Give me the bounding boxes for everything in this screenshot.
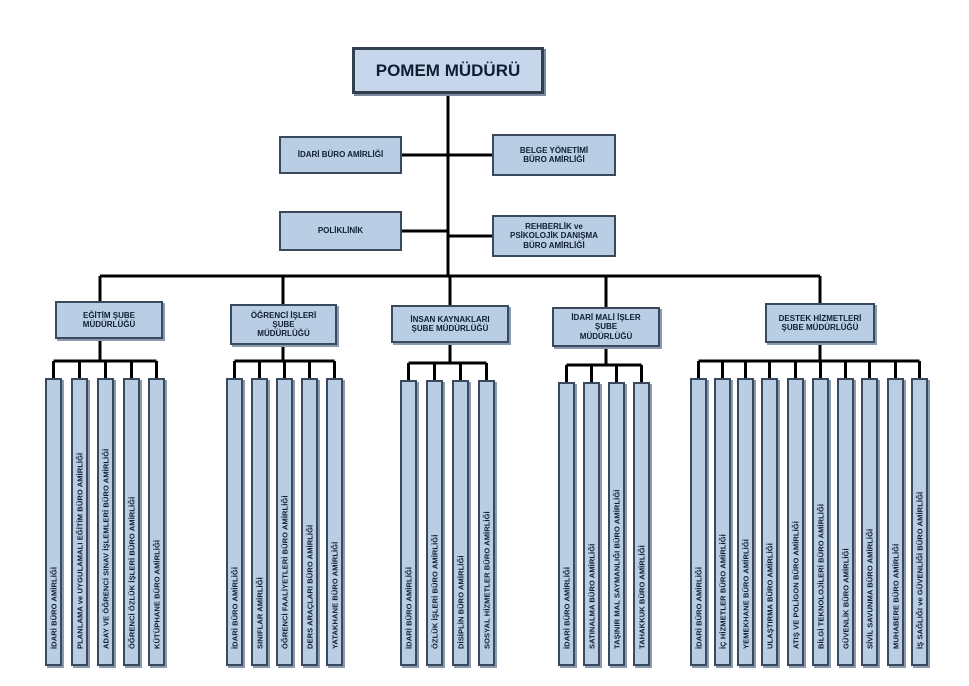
department-box-5: DESTEK HİZMETLERİ ŞUBE MÜDÜRLÜĞÜ bbox=[765, 303, 875, 343]
staff-box-rehberlik: REHBERLİK ve PSİKOLOJİK DANIŞMA BÜRO AMİ… bbox=[492, 215, 616, 257]
unit-box: MUHABERE BÜRO AMİRLİĞİ bbox=[887, 378, 904, 666]
unit-box: İDARİ BÜRO AMİRLİĞİ bbox=[400, 380, 417, 666]
unit-label: İÇ HİZMETLER BÜRO AMİRLİĞİ bbox=[718, 534, 727, 649]
unit-label: MUHABERE BÜRO AMİRLİĞİ bbox=[891, 543, 900, 649]
department-label: EĞİTİM ŞUBE MÜDÜRLÜĞÜ bbox=[82, 310, 136, 329]
staff-label-poliklinik: POLİKLİNİK bbox=[317, 226, 364, 236]
unit-label: SINIFLAR AMİRLİĞİ bbox=[255, 577, 264, 649]
unit-box: ADAY VE ÖĞRENCİ SINAV İŞLEMLERİ BÜRO AMİ… bbox=[97, 378, 114, 666]
unit-label: ULAŞTIRMA BÜRO AMİRLİĞİ bbox=[765, 543, 774, 649]
unit-box: ATIŞ VE POLİGON BÜRO AMİRLİĞİ bbox=[787, 378, 804, 666]
unit-label: KÜTÜPHANE BÜRO AMİRLİĞİ bbox=[152, 539, 161, 649]
department-box-3: İNSAN KAYNAKLARI ŞUBE MÜDÜRLÜĞÜ bbox=[391, 305, 509, 343]
department-label: ÖĞRENCİ İŞLERİ ŞUBE MÜDÜRLÜĞÜ bbox=[250, 310, 317, 339]
unit-box: ÖZLÜK İŞLERİ BÜRO AMİRLİĞİ bbox=[426, 380, 443, 666]
unit-label: İDARİ BÜRO AMİRLİĞİ bbox=[49, 566, 58, 649]
unit-box: YATAKHANE BÜRO AMİRLİĞİ bbox=[326, 378, 343, 666]
unit-box: TAHAKKUK BÜRO AMİRLİĞİ bbox=[633, 382, 650, 666]
unit-label: TAHAKKUK BÜRO AMİRLİĞİ bbox=[637, 545, 646, 649]
director-title: POMEM MÜDÜRÜ bbox=[375, 60, 521, 80]
unit-box: BİLGİ TEKNOLOJİLERİ BÜRO AMİRLİĞİ bbox=[812, 378, 829, 666]
unit-label: İDARİ BÜRO AMİRLİĞİ bbox=[404, 566, 413, 649]
department-box-1: EĞİTİM ŞUBE MÜDÜRLÜĞÜ bbox=[55, 301, 163, 339]
unit-box: DİSİPLİN BÜRO AMİRLİĞİ bbox=[452, 380, 469, 666]
unit-box: SINIFLAR AMİRLİĞİ bbox=[251, 378, 268, 666]
unit-label: ATIŞ VE POLİGON BÜRO AMİRLİĞİ bbox=[791, 521, 800, 649]
staff-label-idari: İDARİ BÜRO AMİRLİĞİ bbox=[297, 150, 384, 160]
staff-label-rehberlik: REHBERLİK ve PSİKOLOJİK DANIŞMA BÜRO AMİ… bbox=[509, 222, 598, 250]
unit-box: ÖĞRENCİ FAALİYETLERİ BÜRO AMİRLİĞİ bbox=[276, 378, 293, 666]
unit-label: YATAKHANE BÜRO AMİRLİĞİ bbox=[330, 541, 339, 649]
unit-label: İDARİ BÜRO AMİRLİĞİ bbox=[694, 566, 703, 649]
unit-box: DERS ARAÇLARI BÜRO AMİRLİĞİ bbox=[301, 378, 318, 666]
unit-box: TAŞINIR MAL SAYMANLIĞI BÜRO AMİRLİĞİ bbox=[608, 382, 625, 666]
unit-box: ULAŞTIRMA BÜRO AMİRLİĞİ bbox=[761, 378, 778, 666]
unit-box: SOSYAL HİZMETLER BÜRO AMİRLİĞİ bbox=[478, 380, 495, 666]
unit-box: İDARİ BÜRO AMİRLİĞİ bbox=[690, 378, 707, 666]
unit-label: GÜVENLİK BÜRO AMİRLİĞİ bbox=[841, 548, 850, 649]
unit-label: ÖĞRENCİ FAALİYETLERİ BÜRO AMİRLİĞİ bbox=[280, 495, 289, 649]
unit-label: PLANLAMA ve UYGULAMALI EĞİTİM BÜRO AMİRL… bbox=[75, 452, 84, 649]
unit-box: İŞ SAĞLIĞI ve GÜVENLİĞİ BÜRO AMİRLİĞİ bbox=[911, 378, 928, 666]
staff-label-belge: BELGE YÖNETİMİ BÜRO AMİRLİĞİ bbox=[519, 145, 589, 164]
director-box: POMEM MÜDÜRÜ bbox=[352, 47, 544, 94]
unit-label: DERS ARAÇLARI BÜRO AMİRLİĞİ bbox=[305, 524, 314, 649]
unit-label: ÖZLÜK İŞLERİ BÜRO AMİRLİĞİ bbox=[430, 534, 439, 649]
unit-box: PLANLAMA ve UYGULAMALI EĞİTİM BÜRO AMİRL… bbox=[71, 378, 88, 666]
department-box-4: İDARİ MALİ İŞLER ŞUBE MÜDÜRLÜĞÜ bbox=[552, 307, 660, 347]
unit-label: İDARİ BÜRO AMİRLİĞİ bbox=[562, 566, 571, 649]
unit-label: YEMEKHANE BÜRO AMİRLİĞİ bbox=[741, 539, 750, 649]
department-label: DESTEK HİZMETLERİ ŞUBE MÜDÜRLÜĞÜ bbox=[778, 313, 862, 332]
staff-box-idari: İDARİ BÜRO AMİRLİĞİ bbox=[279, 136, 402, 174]
unit-box: İDARİ BÜRO AMİRLİĞİ bbox=[45, 378, 62, 666]
unit-box: ÖĞRENCİ ÖZLÜK İŞLERİ BÜRO AMİRLİĞİ bbox=[123, 378, 140, 666]
unit-label: BİLGİ TEKNOLOJİLERİ BÜRO AMİRLİĞİ bbox=[816, 503, 825, 649]
department-label: İNSAN KAYNAKLARI ŞUBE MÜDÜRLÜĞÜ bbox=[410, 314, 490, 333]
unit-box: İÇ HİZMETLER BÜRO AMİRLİĞİ bbox=[714, 378, 731, 666]
unit-label: SOSYAL HİZMETLER BÜRO AMİRLİĞİ bbox=[482, 511, 491, 649]
unit-label: TAŞINIR MAL SAYMANLIĞI BÜRO AMİRLİĞİ bbox=[612, 489, 621, 649]
unit-label: İŞ SAĞLIĞI ve GÜVENLİĞİ BÜRO AMİRLİĞİ bbox=[915, 491, 924, 649]
staff-box-poliklinik: POLİKLİNİK bbox=[279, 211, 402, 251]
unit-label: ÖĞRENCİ ÖZLÜK İŞLERİ BÜRO AMİRLİĞİ bbox=[127, 496, 136, 649]
unit-label: ADAY VE ÖĞRENCİ SINAV İŞLEMLERİ BÜRO AMİ… bbox=[101, 448, 110, 649]
unit-label: SATINALMA BÜRO AMİRLİĞİ bbox=[587, 543, 596, 649]
unit-box: SATINALMA BÜRO AMİRLİĞİ bbox=[583, 382, 600, 666]
unit-box: SİVİL SAVUNMA BÜRO AMİRLİĞİ bbox=[861, 378, 878, 666]
unit-box: İDARİ BÜRO AMİRLİĞİ bbox=[558, 382, 575, 666]
department-label: İDARİ MALİ İŞLER ŞUBE MÜDÜRLÜĞÜ bbox=[571, 313, 641, 341]
unit-label: SİVİL SAVUNMA BÜRO AMİRLİĞİ bbox=[865, 528, 874, 649]
unit-label: DİSİPLİN BÜRO AMİRLİĞİ bbox=[456, 555, 465, 649]
unit-box: YEMEKHANE BÜRO AMİRLİĞİ bbox=[737, 378, 754, 666]
department-box-2: ÖĞRENCİ İŞLERİ ŞUBE MÜDÜRLÜĞÜ bbox=[230, 304, 337, 345]
unit-box: İDARİ BÜRO AMİRLİĞİ bbox=[226, 378, 243, 666]
unit-box: KÜTÜPHANE BÜRO AMİRLİĞİ bbox=[148, 378, 165, 666]
unit-label: İDARİ BÜRO AMİRLİĞİ bbox=[230, 566, 239, 649]
unit-box: GÜVENLİK BÜRO AMİRLİĞİ bbox=[837, 378, 854, 666]
staff-box-belge: BELGE YÖNETİMİ BÜRO AMİRLİĞİ bbox=[492, 134, 616, 176]
